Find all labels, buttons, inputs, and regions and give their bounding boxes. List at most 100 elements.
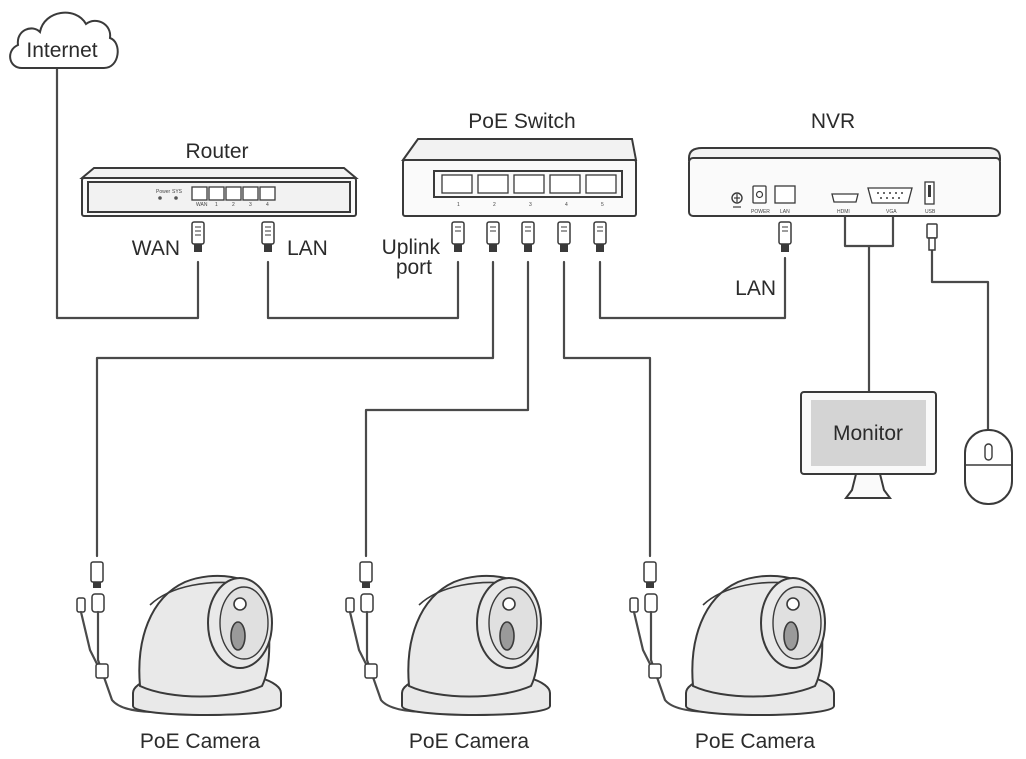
monitor: Monitor (800, 391, 937, 499)
vga-pin (889, 192, 891, 194)
vga-pin (892, 197, 894, 199)
nvr-lan-label: LAN (735, 277, 776, 300)
vga-pin (895, 192, 897, 194)
nvr-hdmi-text: HDMI (837, 209, 850, 215)
nvr-usb-to-mouse-cable (930, 248, 990, 432)
nvr-vga-port (867, 187, 913, 204)
router-port-1-text: 1 (215, 202, 218, 208)
camera3-label: PoE Camera (695, 730, 816, 753)
camera2-cable-connector (345, 561, 432, 714)
router: Router Power SYS WAN 1 2 3 4 (79, 140, 359, 260)
router-lan-plug-icon (261, 221, 275, 252)
nvr-usb-port-tongue (928, 185, 931, 197)
camera3-base-rim (685, 693, 835, 716)
monitor-label: Monitor (833, 422, 903, 445)
monitor-screen (811, 400, 926, 466)
router-sys-led (174, 196, 178, 200)
switch-port-4-text: 4 (565, 202, 568, 208)
ground-icon (731, 192, 743, 208)
nvr-usb-text: USB (925, 209, 936, 215)
nvr-lan-plug-icon (778, 221, 792, 252)
router-lan-label: LAN (287, 237, 328, 260)
poe-switch-top (401, 138, 638, 161)
nvr-power-text: POWER (751, 209, 770, 215)
switch-port-4 (549, 174, 581, 194)
cables (55, 66, 990, 558)
camera1-label: PoE Camera (140, 730, 261, 753)
poe-camera-3: PoE Camera (629, 561, 835, 753)
mouse-body (964, 429, 1013, 505)
camera1-ir-window (230, 621, 246, 651)
internet-to-router-wan-cable (55, 66, 200, 320)
camera1-cable-connector (76, 561, 162, 714)
router-port-4-text: 4 (266, 202, 269, 208)
router-lan-port-1 (208, 186, 225, 201)
router-lan-port-2 (225, 186, 242, 201)
camera3-lens-face (772, 586, 822, 660)
poe-camera-2: PoE Camera (345, 561, 551, 753)
nvr-body (688, 157, 1001, 217)
camera2-ir-window (499, 621, 515, 651)
camera2-lens-face (488, 586, 538, 660)
nvr-power-jack (755, 190, 764, 199)
monitor-stand (844, 473, 892, 499)
switch-port-5-text: 5 (601, 202, 604, 208)
camera2-base-rim (401, 693, 551, 716)
camera2-label: PoE Camera (409, 730, 530, 753)
usb-plug-icon (926, 223, 938, 251)
switch-port3-to-camera2-cable (364, 260, 530, 558)
nvr-lan-text: LAN (780, 209, 790, 215)
nvr-hdmi-to-monitor-cable (843, 212, 895, 394)
router-power-led (158, 196, 162, 200)
switch-port5-plug-icon (593, 221, 607, 252)
router-port-2-text: 2 (232, 202, 235, 208)
switch-port-2-text: 2 (493, 202, 496, 208)
vga-pin (880, 197, 882, 199)
switch-port5-to-nvr-lan-cable (598, 256, 787, 320)
router-lan-port-4 (259, 186, 276, 201)
switch-port-3 (513, 174, 545, 194)
nvr-hdmi-port (831, 193, 859, 203)
poe-camera-1: PoE Camera (76, 561, 282, 753)
internet-label: Internet (26, 39, 97, 62)
nvr-vga-text: VGA (886, 209, 897, 215)
vga-pin (898, 197, 900, 199)
uplink-label-line1: Uplink (382, 236, 441, 259)
camera1-lens-face (219, 586, 269, 660)
wan-label: WAN (132, 237, 180, 260)
switch-port4-plug-icon (557, 221, 571, 252)
router-lan-to-switch-uplink-cable (266, 260, 460, 320)
internet-cloud: Internet (9, 11, 119, 69)
switch-port-1 (441, 174, 473, 194)
poe-switch: PoE Switch 1 2 3 4 5 (382, 110, 638, 279)
camera3-lens (786, 597, 800, 611)
switch-port-3-text: 3 (529, 202, 532, 208)
camera1-base-rim (132, 693, 282, 716)
switch-port2-to-camera1-cable (95, 260, 495, 558)
camera2-lens (502, 597, 516, 611)
camera1-lens (233, 597, 247, 611)
router-top (79, 167, 359, 179)
switch-port-2 (477, 174, 509, 194)
switch-port-5 (585, 174, 617, 194)
uplink-label-line2: port (396, 256, 432, 279)
nvr-lan-port (774, 185, 796, 204)
nvr: NVR POWER LAN HDMI VGA USB (688, 110, 1001, 300)
poe-switch-label: PoE Switch (468, 110, 575, 133)
switch-port3-plug-icon (521, 221, 535, 252)
router-wan-port-text: WAN (196, 202, 208, 208)
switch-port1-plug-icon (451, 221, 465, 252)
cloud-icon (9, 11, 119, 69)
router-wan-port (191, 186, 208, 201)
vga-pin (901, 192, 903, 194)
mouse-scroll-wheel (984, 443, 993, 461)
vga-pin (883, 192, 885, 194)
router-power-text: Power (156, 189, 171, 195)
vga-pin (886, 197, 888, 199)
switch-port-1-text: 1 (457, 202, 460, 208)
camera3-ir-window (783, 621, 799, 651)
router-lan-port-3 (242, 186, 259, 201)
router-sys-text: SYS (172, 189, 183, 195)
router-wan-plug-icon (191, 221, 205, 252)
